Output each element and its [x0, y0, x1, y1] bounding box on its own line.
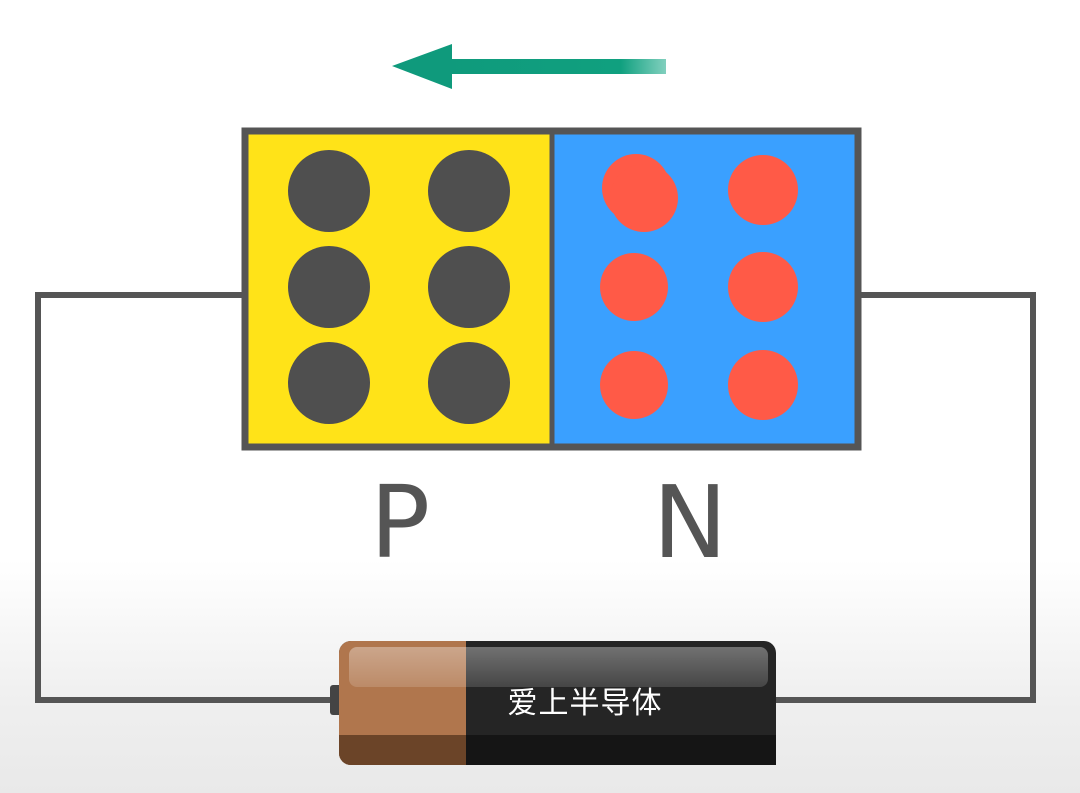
- n-region-label: N: [652, 464, 728, 581]
- battery-copper-shadow: [339, 735, 466, 765]
- electron: [728, 350, 798, 420]
- battery-shine: [349, 647, 768, 687]
- electron: [728, 155, 798, 225]
- hole: [428, 150, 510, 232]
- electron: [610, 164, 678, 232]
- p-region-holes: [288, 150, 510, 424]
- battery-dark-shadow: [466, 735, 776, 765]
- n-type-region: [552, 131, 858, 447]
- p-region-label: P: [369, 464, 431, 581]
- battery-label: 爱上半导体: [507, 686, 663, 721]
- hole: [288, 150, 370, 232]
- electron: [600, 351, 668, 419]
- hole: [288, 246, 370, 328]
- hole: [428, 342, 510, 424]
- circuit-wire: [35, 292, 340, 703]
- current-direction-arrow-icon: [392, 44, 666, 89]
- electron: [728, 252, 798, 322]
- circuit-wire: [775, 292, 1036, 703]
- hole: [428, 246, 510, 328]
- electron: [600, 253, 668, 321]
- hole: [288, 342, 370, 424]
- n-region-electrons: [600, 154, 798, 420]
- battery-icon: [330, 641, 776, 765]
